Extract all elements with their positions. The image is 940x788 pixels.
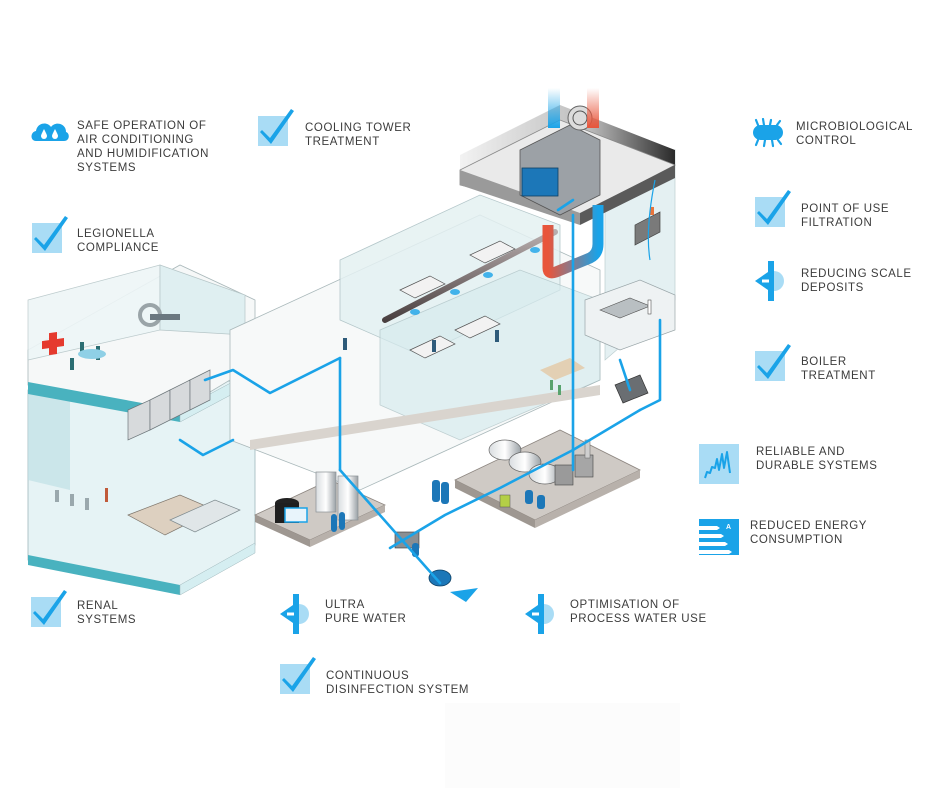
- checkmark-icon: [755, 344, 791, 381]
- checkmark-icon: [280, 657, 316, 694]
- feature-label: BOILER TREATMENT: [801, 356, 876, 382]
- feature-microbiological: MICROBIOLOGICAL CONTROL: [750, 118, 913, 148]
- valve-icon: [280, 594, 309, 634]
- ground-plant: [254, 429, 641, 602]
- feature-label: CONTINUOUS DISINFECTION SYSTEM: [326, 670, 470, 696]
- feature-legionella: LEGIONELLA COMPLIANCE: [32, 215, 159, 255]
- feature-point-of-use: POINT OF USE FILTRATION: [755, 189, 889, 230]
- feature-label: REDUCED ENERGY CONSUMPTION: [750, 520, 868, 546]
- feature-label: LEGIONELLA COMPLIANCE: [77, 228, 160, 254]
- feature-label: COOLING TOWER TREATMENT: [305, 122, 412, 148]
- energy-rating-icon: A: [699, 519, 739, 555]
- energy-rating-letter: A: [726, 524, 731, 531]
- feature-label: REDUCING SCALE DEPOSITS: [801, 268, 912, 294]
- feature-label: MICROBIOLOGICAL CONTROL: [796, 121, 913, 147]
- feature-reliable: RELIABLE AND DURABLE SYSTEMS: [699, 444, 877, 484]
- feature-label: RENAL SYSTEMS: [77, 600, 137, 626]
- water-drops-cloud-icon: [31, 123, 69, 141]
- valve-icon: [755, 261, 784, 301]
- checkmark-icon: [31, 590, 67, 627]
- zigzag-graph-icon: [699, 444, 739, 484]
- feature-renal: RENAL SYSTEMS: [31, 589, 136, 627]
- middle-building: [229, 194, 601, 491]
- checkmark-icon: [32, 216, 68, 253]
- feature-cooling-tower: COOLING TOWER TREATMENT: [258, 108, 411, 149]
- feature-label: SAFE OPERATION OF AIR CONDITIONING AND H…: [77, 120, 209, 174]
- red-cross-icon: [42, 331, 64, 356]
- water-pipe-network: [178, 198, 662, 585]
- feature-ultra-pure: ULTRA PURE WATER: [280, 594, 406, 634]
- feature-label: RELIABLE AND DURABLE SYSTEMS: [756, 446, 878, 472]
- valve-icon: [525, 594, 554, 634]
- feature-label: OPTIMISATION OF PROCESS WATER USE: [570, 599, 707, 625]
- feature-disinfection: CONTINUOUS DISINFECTION SYSTEM: [280, 656, 469, 697]
- feature-air-conditioning: SAFE OPERATION OF AIR CONDITIONING AND H…: [30, 119, 209, 175]
- feature-label: ULTRA PURE WATER: [325, 599, 407, 625]
- feature-label: POINT OF USE FILTRATION: [801, 203, 890, 229]
- checkmark-icon: [755, 190, 791, 227]
- plant-tower: [459, 88, 676, 404]
- feature-boiler: BOILER TREATMENT: [755, 343, 876, 383]
- feature-scale-deposits: REDUCING SCALE DEPOSITS: [755, 261, 912, 301]
- checkmark-icon: [258, 109, 294, 146]
- feature-process-water: OPTIMISATION OF PROCESS WATER USE: [525, 594, 707, 634]
- feature-energy: A REDUCED ENERGY CONSUMPTION: [699, 519, 867, 555]
- bacteria-icon: [753, 118, 783, 148]
